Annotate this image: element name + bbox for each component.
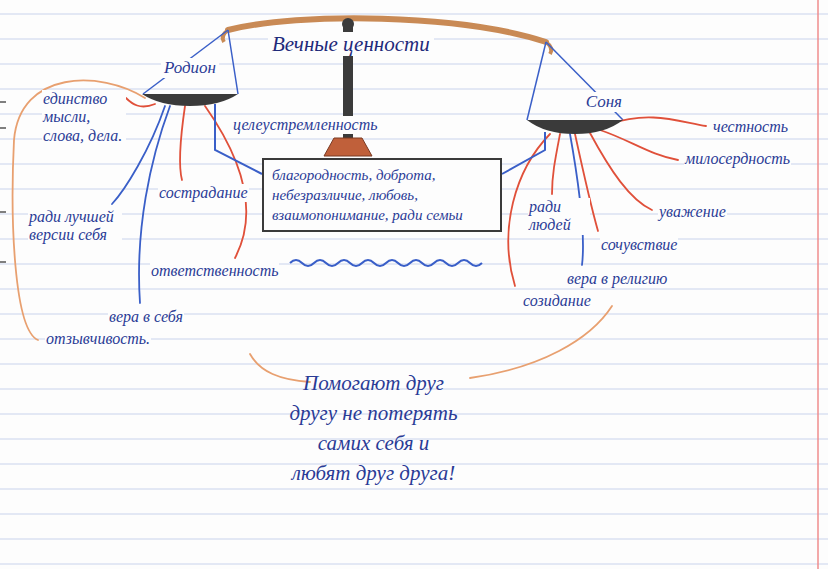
leader-line bbox=[470, 306, 612, 378]
leader-lines bbox=[13, 81, 706, 382]
value-text: благородность, доброта, небезразличие, л… bbox=[272, 165, 492, 225]
value-label: честность bbox=[712, 118, 789, 136]
scale-base bbox=[324, 138, 372, 156]
ruled-line bbox=[0, 489, 828, 490]
leader-line bbox=[13, 81, 145, 340]
ruled-lines bbox=[0, 14, 828, 564]
page-mark bbox=[0, 127, 6, 129]
page-marks bbox=[0, 102, 6, 262]
connector-line bbox=[215, 104, 262, 174]
pan-bowl-shape bbox=[142, 94, 238, 106]
value-label: единство мысли, слова, дела. bbox=[42, 90, 126, 145]
value-label: вера в религию bbox=[566, 270, 668, 288]
ruled-line bbox=[0, 564, 828, 565]
leader-line bbox=[552, 134, 560, 194]
post-knob bbox=[342, 18, 354, 30]
pan-string bbox=[228, 30, 238, 94]
value-label: созидание bbox=[522, 292, 592, 310]
page-mark bbox=[0, 101, 6, 103]
ruled-line bbox=[0, 539, 828, 540]
value-label: уважение bbox=[658, 203, 727, 221]
leader-line bbox=[610, 117, 706, 126]
wavy-underline bbox=[290, 260, 482, 266]
value-box: благородность, доброта, небезразличие, л… bbox=[262, 158, 502, 232]
pan-bowl-shape bbox=[527, 120, 623, 134]
page-mark bbox=[0, 261, 6, 263]
pan-string bbox=[143, 30, 228, 94]
ruled-line bbox=[0, 264, 828, 265]
margin-line bbox=[817, 0, 819, 569]
leader-line bbox=[600, 130, 678, 160]
value-label: ради лучшей версии себя bbox=[28, 208, 122, 245]
connector-line bbox=[502, 132, 545, 174]
pan-name: Соня bbox=[583, 92, 625, 112]
scale-pan: Соня bbox=[525, 92, 625, 134]
value-label: милосердность bbox=[684, 150, 791, 168]
value-label: отзывчивость. bbox=[45, 330, 151, 348]
scale-pan: Родион bbox=[140, 58, 240, 106]
pan-name: Родион bbox=[161, 58, 219, 78]
value-label: целеустремленность bbox=[232, 116, 379, 134]
value-label: вера в себя bbox=[108, 308, 184, 326]
summary-note: Помогают друг другу не потерять самих се… bbox=[285, 368, 462, 488]
pan-string bbox=[527, 42, 546, 120]
ruled-line bbox=[0, 514, 828, 515]
ruled-line bbox=[0, 64, 828, 65]
ruled-line bbox=[0, 239, 828, 240]
leader-line bbox=[126, 98, 155, 106]
value-label: сострадание bbox=[158, 184, 249, 202]
value-label: ответственность bbox=[150, 262, 279, 280]
ruled-line bbox=[0, 364, 828, 365]
value-label: сочувствие bbox=[600, 236, 678, 254]
value-label: ради людей bbox=[528, 198, 590, 235]
leader-line bbox=[590, 133, 652, 210]
diagram-title: Вечные ценности bbox=[268, 32, 434, 56]
ruled-line bbox=[0, 289, 828, 290]
ruled-line bbox=[0, 14, 828, 15]
leader-line bbox=[250, 354, 310, 382]
leader-line bbox=[180, 106, 185, 180]
page-mark bbox=[0, 211, 6, 213]
